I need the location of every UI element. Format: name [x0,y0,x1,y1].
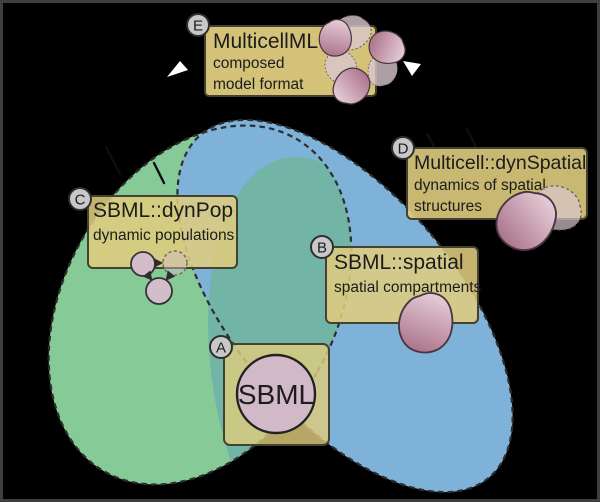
badge-circle [310,235,334,259]
badge-letter: C [75,192,86,209]
badge-d: D [391,136,415,160]
division-arrows [142,258,176,281]
node-e-subtitle-line1: composed [213,55,285,72]
node-a-title: SBML [238,379,314,410]
node-e-title: MulticellML [213,30,318,53]
node-a: SBML [223,343,330,446]
sbml-core-circle [235,353,317,435]
badge-e: E [186,13,210,37]
node-d-subtitle-line2: structures [414,198,482,215]
node-b: SBML::spatial spatial compartments [325,246,482,360]
node-d-title: Multicell::dynSpatial [414,152,586,174]
blue-set-border [176,118,514,494]
badge-circle [186,13,210,37]
badge-c: C [68,187,92,211]
node-d: Multicell::dynSpatial dynamics of spatia… [406,147,588,258]
node-d-subtitle-line1: dynamics of spatial [414,177,546,194]
arrowhead-left-icon [167,61,188,77]
badge-circle [68,187,92,211]
badge-circle [209,335,233,359]
node-e-subtitle-line2: model format [213,76,304,93]
badge-letter: E [193,18,203,35]
node-b-subtitle: spatial compartments [334,279,482,296]
badge-b: B [310,235,334,259]
ghost-cell-circle [162,250,188,276]
node-c-title: SBML::dynPop [93,199,233,222]
node-b-title: SBML::spatial [334,251,464,274]
node-c-subtitle: dynamic populations [93,227,235,244]
badge-letter: A [216,340,226,357]
tick-green-1 [104,145,122,176]
node-c-box [87,195,238,269]
tick-blue-2 [465,127,479,151]
cell-circle [130,251,156,277]
letter-badges: A B C D E [68,13,415,359]
cell-circle [145,277,173,305]
badge-a: A [209,335,233,359]
node-c: SBML::dynPop dynamic populations [87,195,238,305]
arrowhead-right-icon [403,61,421,76]
badge-letter: D [398,141,409,158]
node-e: MulticellML composed model format [204,6,409,110]
badge-letter: B [317,240,327,257]
tick-green-2 [152,161,166,185]
badge-circle [391,136,415,160]
population-cells-icon [130,250,188,305]
